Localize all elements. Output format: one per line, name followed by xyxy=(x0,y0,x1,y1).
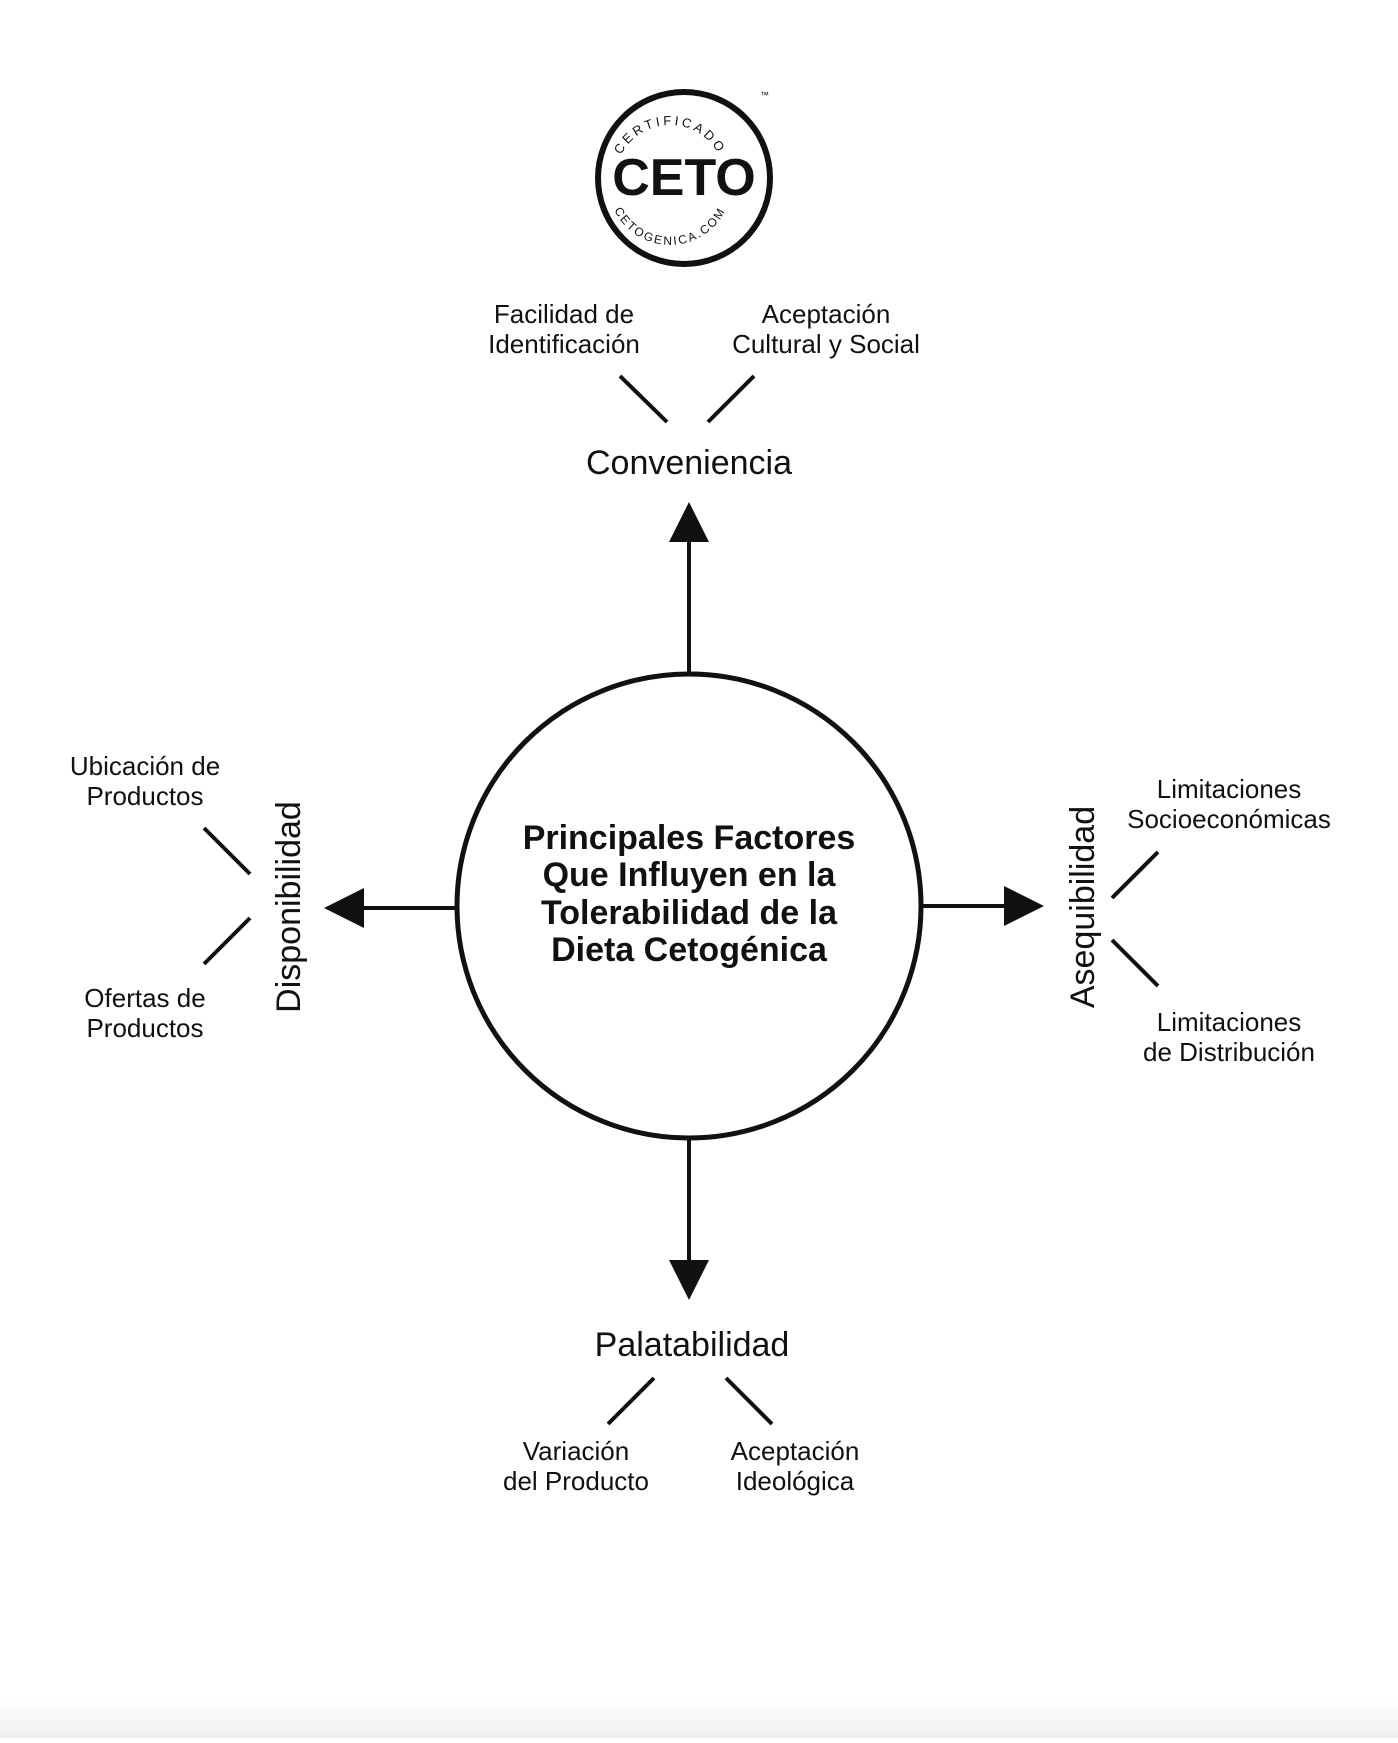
logo-trademark: ™ xyxy=(760,90,769,100)
connector-aceptacion-cultural xyxy=(706,374,756,424)
category-disponibilidad: Disponibilidad xyxy=(270,801,308,1013)
factor-ubicacion-productos: Ubicación de Productos xyxy=(69,751,221,811)
connector-ubicacion xyxy=(202,826,252,876)
category-asequibilidad: Asequibilidad xyxy=(1064,805,1102,1009)
factor-aceptacion-cultural: Aceptación Cultural y Social xyxy=(732,299,920,359)
connector-variacion xyxy=(606,1376,656,1426)
factor-limitaciones-distribucion: Limitaciones de Distribución xyxy=(1143,1007,1315,1067)
category-palatabilidad: Palatabilidad xyxy=(594,1326,790,1364)
factor-aceptacion-ideologica: Aceptación Ideológica xyxy=(730,1436,860,1496)
factor-limitaciones-socioeconomicas: Limitaciones Socioeconómicas xyxy=(1127,774,1331,834)
connector-ofertas xyxy=(202,916,252,966)
factor-ofertas-productos: Ofertas de Productos xyxy=(84,983,206,1043)
connector-distribucion xyxy=(1110,938,1160,988)
connector-socioeconomicas xyxy=(1110,850,1160,900)
ceto-certified-logo: CERTIFICADO CETO CETOGENICA.COM ™ xyxy=(595,89,773,267)
connector-facilidad xyxy=(618,374,669,424)
factor-variacion-producto: Variación del Producto xyxy=(503,1436,649,1496)
logo-main-text: CETO xyxy=(612,149,756,207)
factor-facilidad-identificacion: Facilidad de Identificación xyxy=(488,299,640,359)
category-conveniencia: Conveniencia xyxy=(585,444,793,482)
page-bottom-edge xyxy=(0,1700,1398,1738)
logo-outer-ring xyxy=(595,89,773,267)
center-title: Principales Factores Que Influyen en la … xyxy=(522,819,856,970)
connector-aceptacion-ideologica xyxy=(724,1376,774,1426)
